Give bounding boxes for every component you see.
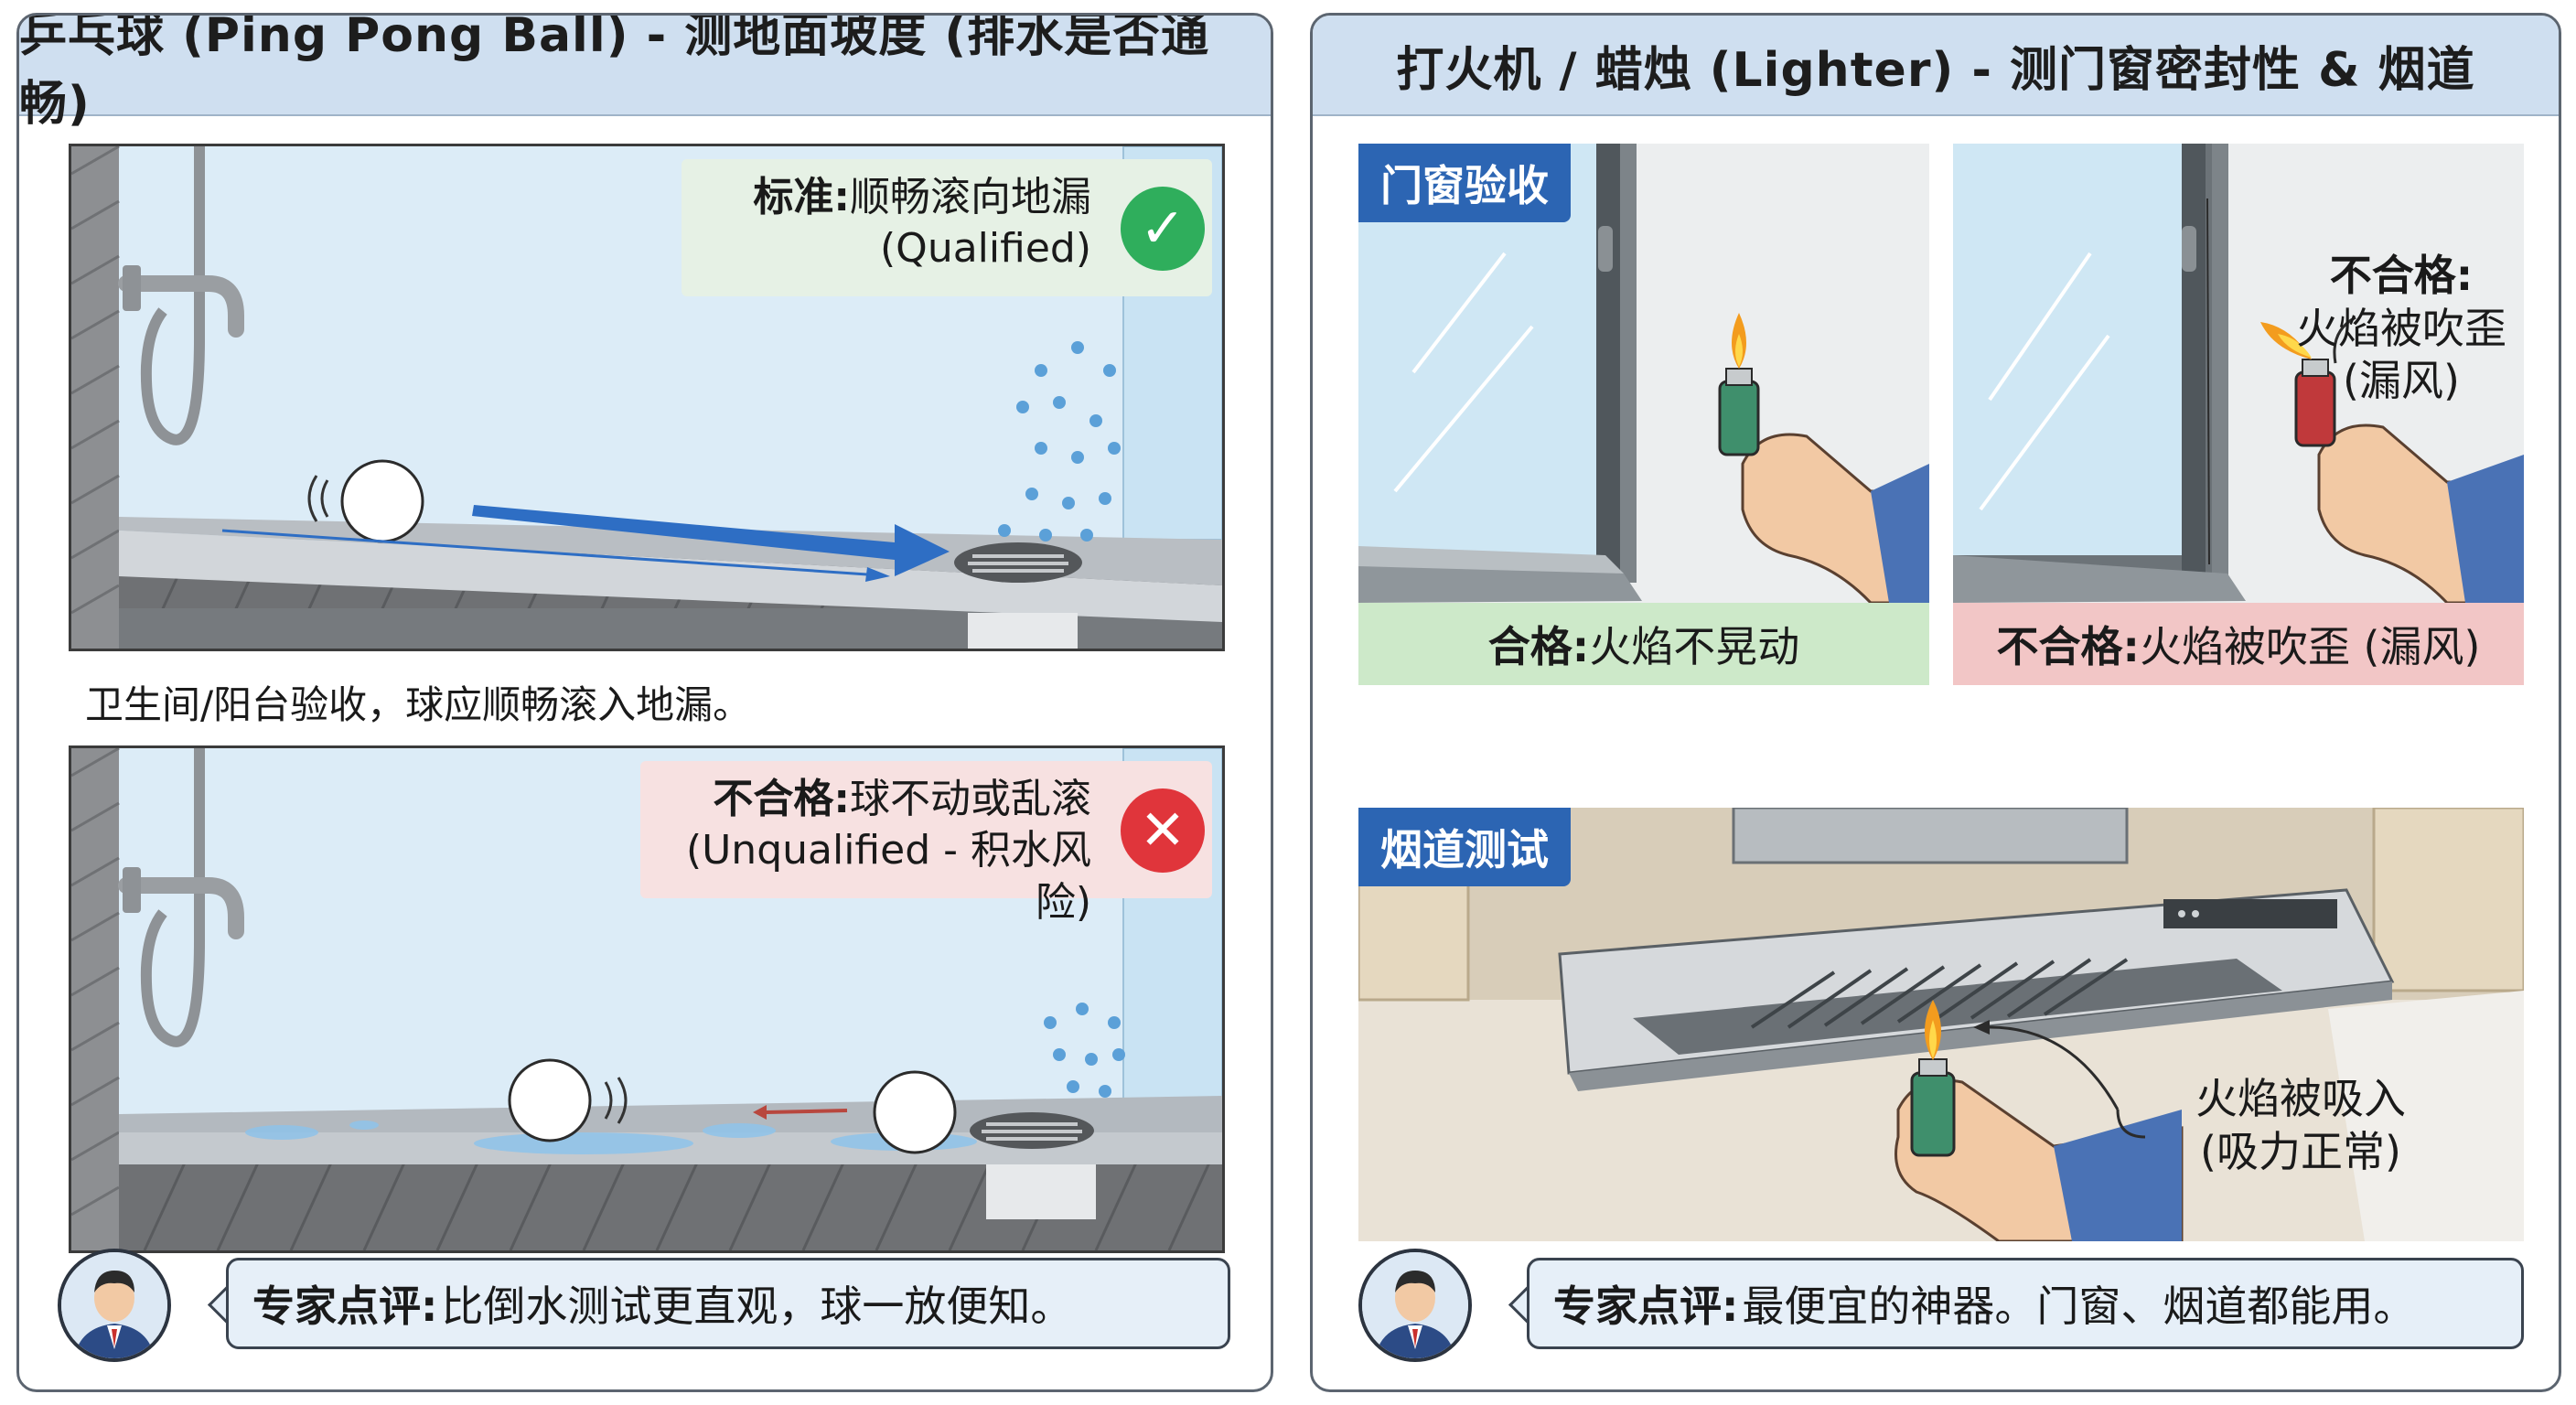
roll-direction-arrow-icon bbox=[221, 505, 950, 582]
window-pass-result-bar: 合格:火焰不晃动 bbox=[1358, 603, 1929, 685]
blown-flame-icon bbox=[2260, 322, 2312, 359]
expert-avatar-icon bbox=[61, 1252, 167, 1358]
window-fail-label: 不合格: bbox=[1996, 622, 2140, 671]
lighter-hand-icon bbox=[1718, 368, 1929, 603]
qualified-status-label: 标准: bbox=[753, 174, 850, 220]
draft-callout-line2: (漏风) bbox=[2343, 356, 2460, 405]
qualified-status-text: 顺畅滚向地漏 bbox=[850, 174, 1091, 220]
range-hood-illustration bbox=[1358, 808, 2524, 1241]
shower-head-icon bbox=[118, 748, 244, 1047]
expert-avatar bbox=[58, 1249, 171, 1362]
expert-comment-text: 最便宜的神器。门窗、烟道都能用。 bbox=[1742, 1282, 2416, 1331]
window-inspection-tag: 门窗验收 bbox=[1358, 144, 1571, 222]
floor-drain-icon bbox=[970, 1112, 1094, 1149]
window-pass-text: 火焰不晃动 bbox=[1589, 622, 1800, 671]
expert-comment-row: 专家点评: 比倒水测试更直观，球一放便知。 bbox=[58, 1249, 1256, 1367]
water-drops-icon bbox=[1044, 1003, 1125, 1098]
unqualified-status-label: 不合格: bbox=[713, 776, 850, 822]
ping-pong-ball-icon bbox=[340, 459, 424, 543]
window-pass-label: 合格: bbox=[1487, 622, 1590, 671]
draft-callout: 不合格: 火焰被吹歪 (漏风) bbox=[2282, 250, 2520, 408]
unqualified-status-box: 不合格:球不动或乱滚 (Unqualified - 积水风险) bbox=[640, 761, 1212, 926]
draft-callout-label: 不合格: bbox=[2329, 251, 2474, 300]
lighter-panel: 打火机 / 蜡烛 (Lighter) - 测门窗密封性 & 烟道 bbox=[1310, 13, 2561, 1392]
ping-pong-panel-title: 乒乓球 (Ping Pong Ball) - 测地面坡度 (排水是否通畅) bbox=[19, 16, 1271, 132]
qualified-status-sub: (Qualified) bbox=[880, 225, 1091, 273]
sucked-flame-icon bbox=[1925, 1000, 1941, 1060]
unqualified-status-sub: (Unqualified - 积水风险) bbox=[685, 827, 1091, 926]
expert-comment-bubble: 专家点评: 最便宜的神器。门窗、烟道都能用。 bbox=[1527, 1258, 2524, 1349]
unqualified-floor-illustration bbox=[71, 748, 1222, 1250]
x-circle-icon: ✕ bbox=[1121, 788, 1205, 873]
qualified-floor-scene: 标准:顺畅滚向地漏 (Qualified) ✓ bbox=[69, 144, 1225, 651]
flue-test-tag: 烟道测试 bbox=[1358, 808, 1571, 886]
flue-test-scene: 火焰被吸入 (吸力正常) bbox=[1358, 808, 2524, 1241]
shower-head-icon bbox=[118, 146, 244, 445]
unqualified-status-text: 球不动或乱滚 bbox=[850, 776, 1091, 822]
expert-avatar-icon bbox=[1362, 1252, 1468, 1358]
suction-callout-line2: (吸力正常) bbox=[2200, 1126, 2401, 1176]
water-drops-icon bbox=[998, 341, 1121, 542]
draft-callout-line1: 火焰被吹歪 bbox=[2296, 303, 2506, 353]
ping-pong-caption: 卫生间/阳台验收，球应顺畅滚入地漏。 bbox=[85, 682, 752, 727]
check-circle-icon: ✓ bbox=[1121, 187, 1205, 271]
reverse-roll-arrow-icon bbox=[753, 1105, 848, 1120]
lighter-hand-icon bbox=[2294, 359, 2524, 603]
expert-comment-label: 专家点评: bbox=[252, 1282, 438, 1331]
stuck-ball-icon bbox=[508, 1058, 592, 1142]
expert-comment-bubble: 专家点评: 比倒水测试更直观，球一放便知。 bbox=[226, 1258, 1230, 1349]
expert-avatar bbox=[1358, 1249, 1472, 1362]
rolling-back-ball-icon bbox=[873, 1070, 957, 1154]
lighter-panel-title: 打火机 / 蜡烛 (Lighter) - 测门窗密封性 & 烟道 bbox=[1313, 16, 2559, 116]
suction-callout: 火焰被吸入 (吸力正常) bbox=[2163, 1073, 2438, 1178]
window-pass-scene: 合格:火焰不晃动 bbox=[1358, 144, 1929, 685]
window-fail-scene: 不合格: 火焰被吹歪 (漏风) 不合格:火焰被吹歪 (漏风) bbox=[1953, 144, 2524, 685]
expert-comment-text: 比倒水测试更直观，球一放便知。 bbox=[441, 1282, 1073, 1331]
upright-flame-icon bbox=[1732, 313, 1746, 369]
unqualified-floor-scene: 不合格:球不动或乱滚 (Unqualified - 积水风险) ✕ bbox=[69, 745, 1225, 1253]
lighter-hand-icon bbox=[1894, 1058, 2184, 1241]
ping-pong-panel: 乒乓球 (Ping Pong Ball) - 测地面坡度 (排水是否通畅) bbox=[16, 13, 1273, 1392]
leaky-window-illustration bbox=[1953, 144, 2524, 603]
suction-arrow-icon bbox=[1973, 1020, 2146, 1139]
window-fail-result-bar: 不合格:火焰被吹歪 (漏风) bbox=[1953, 603, 2524, 685]
expert-comment-label: 专家点评: bbox=[1553, 1282, 1739, 1331]
suction-callout-line1: 火焰被吸入 bbox=[2195, 1074, 2406, 1123]
window-fail-text: 火焰被吹歪 (漏风) bbox=[2139, 622, 2481, 671]
expert-comment-row: 专家点评: 最便宜的神器。门窗、烟道都能用。 bbox=[1358, 1249, 2538, 1367]
floor-drain-icon bbox=[954, 542, 1082, 583]
